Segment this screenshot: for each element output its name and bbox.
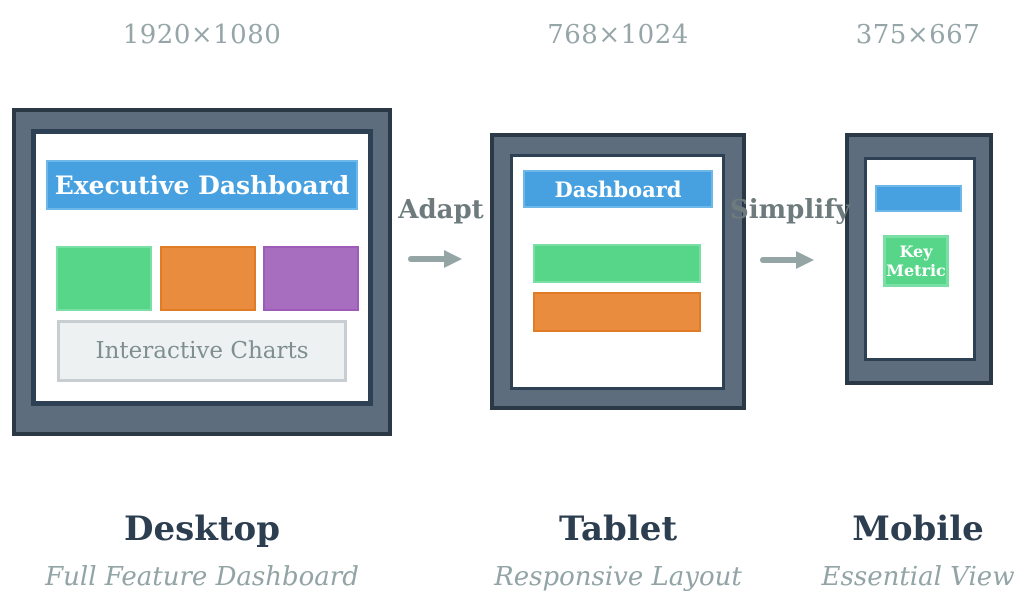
tablet-screen: Dashboard [510, 154, 725, 390]
right-arrow-icon [760, 251, 814, 269]
right-arrow-icon [408, 250, 462, 268]
desktop-header-label: Executive Dashboard [54, 170, 350, 200]
tablet-title: Tablet [558, 509, 678, 549]
orange-content-bar [533, 292, 701, 332]
mobile-screen: Key Metric [864, 157, 976, 361]
desktop-monitor-frame: Executive Dashboard Interactive Charts [12, 108, 392, 436]
tablet-header-bar: Dashboard [523, 170, 713, 208]
resolution-label-tablet: 768×1024 [547, 20, 689, 50]
desktop-screen: Executive Dashboard Interactive Charts [31, 129, 373, 406]
simplify-transition-label: Simplify [730, 195, 851, 225]
green-content-bar [533, 244, 701, 283]
key-metric-label: Key Metric [886, 242, 946, 280]
tablet-header-label: Dashboard [554, 176, 682, 202]
orange-widget-block [160, 246, 256, 311]
interactive-charts-box: Interactive Charts [57, 320, 347, 382]
mobile-subtitle: Essential View [821, 562, 1015, 592]
desktop-header-bar: Executive Dashboard [46, 160, 358, 210]
purple-widget-block [263, 246, 359, 311]
mobile-header-bar [875, 185, 962, 212]
interactive-charts-label: Interactive Charts [95, 338, 309, 364]
mobile-title: Mobile [852, 509, 984, 549]
key-metric-box: Key Metric [883, 235, 949, 287]
mobile-phone-frame: Key Metric [845, 133, 993, 385]
green-widget-block [56, 246, 152, 311]
resolution-label-mobile: 375×667 [855, 20, 981, 50]
desktop-subtitle: Full Feature Dashboard [45, 562, 359, 592]
tablet-frame: Dashboard [490, 133, 746, 410]
tablet-subtitle: Responsive Layout [494, 562, 742, 592]
resolution-label-desktop: 1920×1080 [122, 20, 282, 50]
desktop-title: Desktop [124, 509, 280, 549]
adapt-transition-label: Adapt [398, 195, 484, 225]
